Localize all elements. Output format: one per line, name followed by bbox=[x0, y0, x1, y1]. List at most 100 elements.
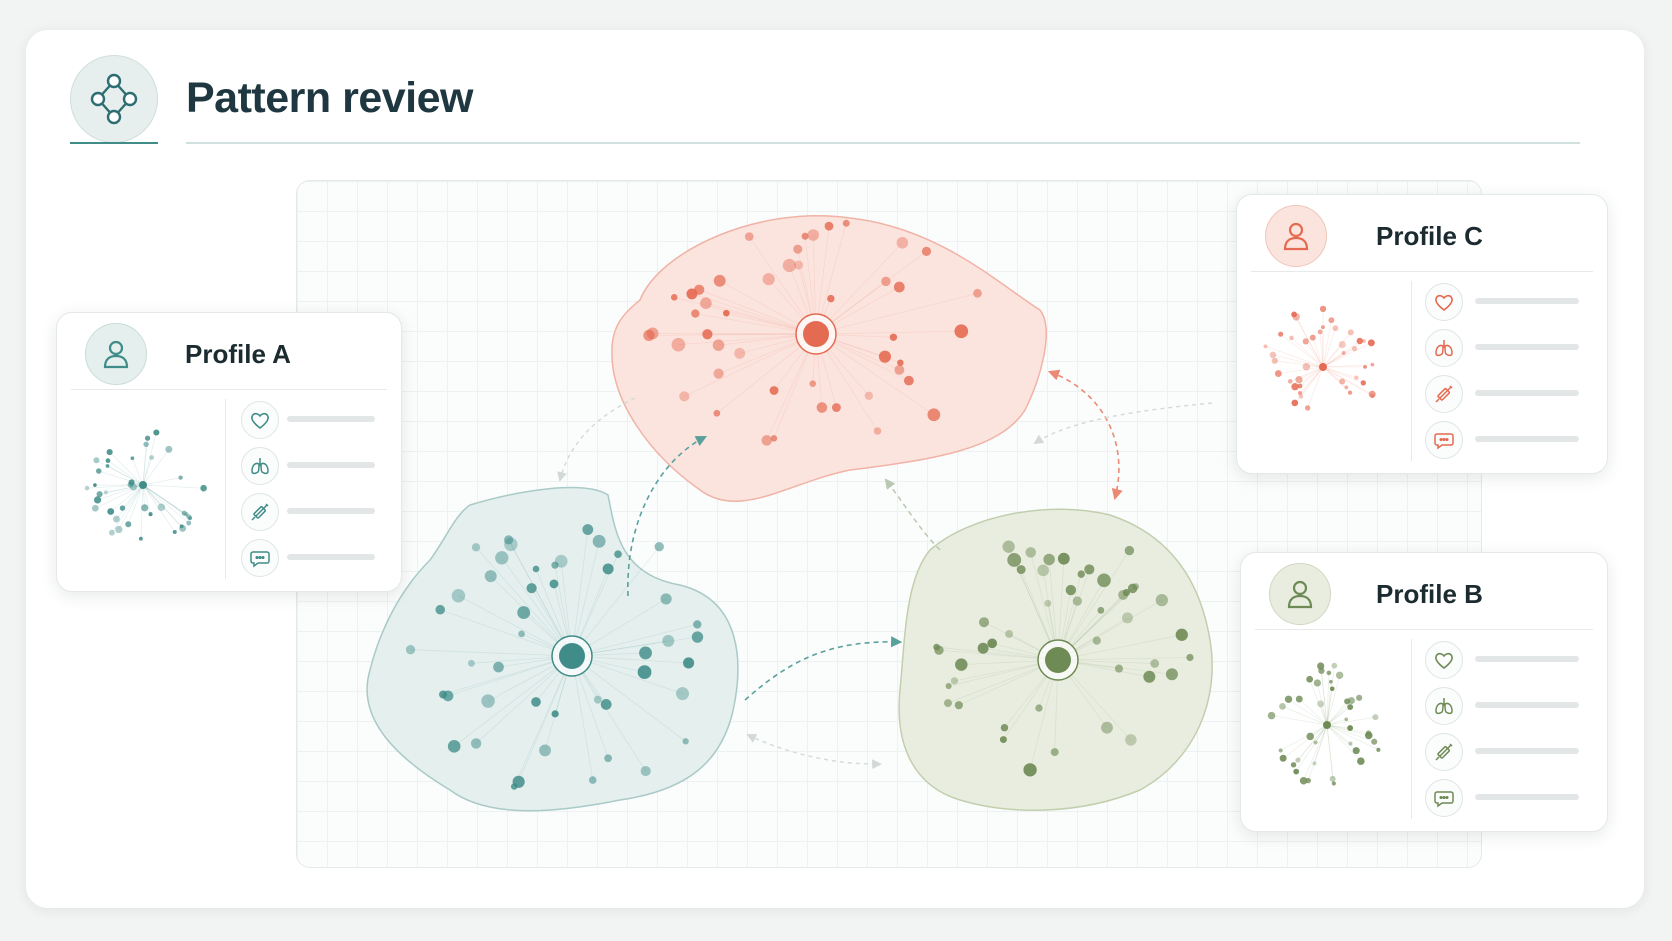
node bbox=[1357, 757, 1365, 765]
chat-bubble-icon[interactable] bbox=[1425, 779, 1463, 817]
node bbox=[1291, 399, 1299, 407]
metric-placeholder-bar bbox=[1475, 656, 1579, 662]
card-column-divider bbox=[1411, 281, 1412, 461]
edge bbox=[1282, 706, 1328, 726]
node bbox=[518, 630, 525, 638]
edge bbox=[142, 432, 157, 486]
node bbox=[1306, 675, 1314, 683]
node bbox=[1269, 351, 1277, 359]
node bbox=[153, 429, 160, 436]
edge bbox=[1293, 314, 1324, 368]
edge bbox=[1322, 364, 1373, 368]
node bbox=[1278, 331, 1284, 337]
node bbox=[1304, 405, 1311, 411]
edge bbox=[571, 529, 589, 657]
edge bbox=[442, 655, 573, 695]
edge bbox=[1057, 634, 1182, 661]
node bbox=[1122, 589, 1130, 597]
lungs-icon[interactable] bbox=[241, 447, 279, 485]
profile-a-title: Profile A bbox=[185, 339, 291, 369]
edge bbox=[87, 484, 144, 489]
metric-placeholder-bar bbox=[287, 508, 375, 514]
edge bbox=[1326, 675, 1340, 726]
edge bbox=[116, 484, 144, 520]
hub-node bbox=[559, 643, 585, 669]
edge bbox=[1326, 672, 1330, 726]
node bbox=[654, 542, 664, 552]
edge bbox=[815, 330, 962, 335]
profile-b-card[interactable]: Profile B bbox=[1240, 552, 1608, 832]
node bbox=[93, 457, 100, 464]
node bbox=[1335, 671, 1344, 680]
connector-a-to-b bbox=[744, 636, 903, 701]
edge bbox=[475, 655, 573, 744]
edge bbox=[118, 484, 144, 530]
node bbox=[600, 699, 612, 710]
node bbox=[1317, 662, 1325, 670]
edge bbox=[1294, 366, 1324, 387]
node bbox=[119, 505, 126, 511]
node bbox=[602, 563, 614, 575]
user-icon bbox=[1265, 205, 1327, 267]
profile-c-card[interactable]: Profile C bbox=[1236, 194, 1608, 474]
node bbox=[1057, 552, 1070, 565]
edge bbox=[1288, 698, 1328, 726]
node bbox=[105, 458, 111, 464]
node bbox=[1320, 325, 1325, 330]
lungs-icon[interactable] bbox=[1425, 687, 1463, 725]
edge bbox=[107, 465, 144, 486]
node bbox=[1302, 338, 1309, 345]
node bbox=[1326, 670, 1332, 676]
syringe-icon[interactable] bbox=[1425, 375, 1463, 413]
edge bbox=[140, 484, 144, 539]
edge bbox=[142, 484, 204, 489]
edge bbox=[97, 484, 144, 501]
node bbox=[1297, 383, 1303, 389]
node bbox=[604, 754, 613, 763]
node bbox=[1114, 664, 1124, 673]
node bbox=[179, 524, 184, 529]
edge bbox=[1282, 724, 1328, 759]
node bbox=[1124, 545, 1135, 556]
node bbox=[130, 456, 135, 461]
node bbox=[141, 504, 149, 512]
edge bbox=[475, 547, 573, 657]
node bbox=[954, 324, 969, 339]
node bbox=[1295, 757, 1301, 763]
profile-a-card[interactable]: Profile A bbox=[56, 312, 402, 592]
heart-icon[interactable] bbox=[1425, 283, 1463, 321]
node bbox=[1302, 363, 1311, 371]
chat-bubble-icon[interactable] bbox=[241, 539, 279, 577]
node bbox=[824, 221, 834, 231]
edge bbox=[815, 242, 903, 335]
edge bbox=[510, 544, 573, 657]
node bbox=[927, 408, 941, 422]
syringe-icon[interactable] bbox=[1425, 733, 1463, 771]
edge bbox=[815, 292, 978, 335]
node bbox=[999, 736, 1007, 744]
heart-icon[interactable] bbox=[1425, 641, 1463, 679]
node bbox=[831, 403, 841, 413]
syringe-icon[interactable] bbox=[241, 493, 279, 531]
chat-bubble-icon[interactable] bbox=[1425, 421, 1463, 459]
node bbox=[481, 694, 495, 708]
node bbox=[1295, 695, 1303, 703]
lungs-icon[interactable] bbox=[1425, 329, 1463, 367]
heart-icon[interactable] bbox=[241, 401, 279, 439]
connector-faint-bottom bbox=[746, 733, 882, 770]
edge bbox=[518, 655, 573, 782]
edge bbox=[508, 539, 573, 657]
edge bbox=[571, 624, 698, 657]
node bbox=[103, 490, 108, 495]
node bbox=[1370, 362, 1375, 367]
node bbox=[1356, 337, 1363, 345]
metric-placeholder-bar bbox=[1475, 748, 1579, 754]
node bbox=[954, 701, 963, 710]
edge bbox=[1326, 700, 1352, 726]
node bbox=[1363, 365, 1367, 369]
metric-placeholder-bar bbox=[1475, 390, 1579, 396]
node bbox=[1002, 540, 1015, 553]
node bbox=[683, 657, 695, 669]
node bbox=[1143, 670, 1156, 683]
